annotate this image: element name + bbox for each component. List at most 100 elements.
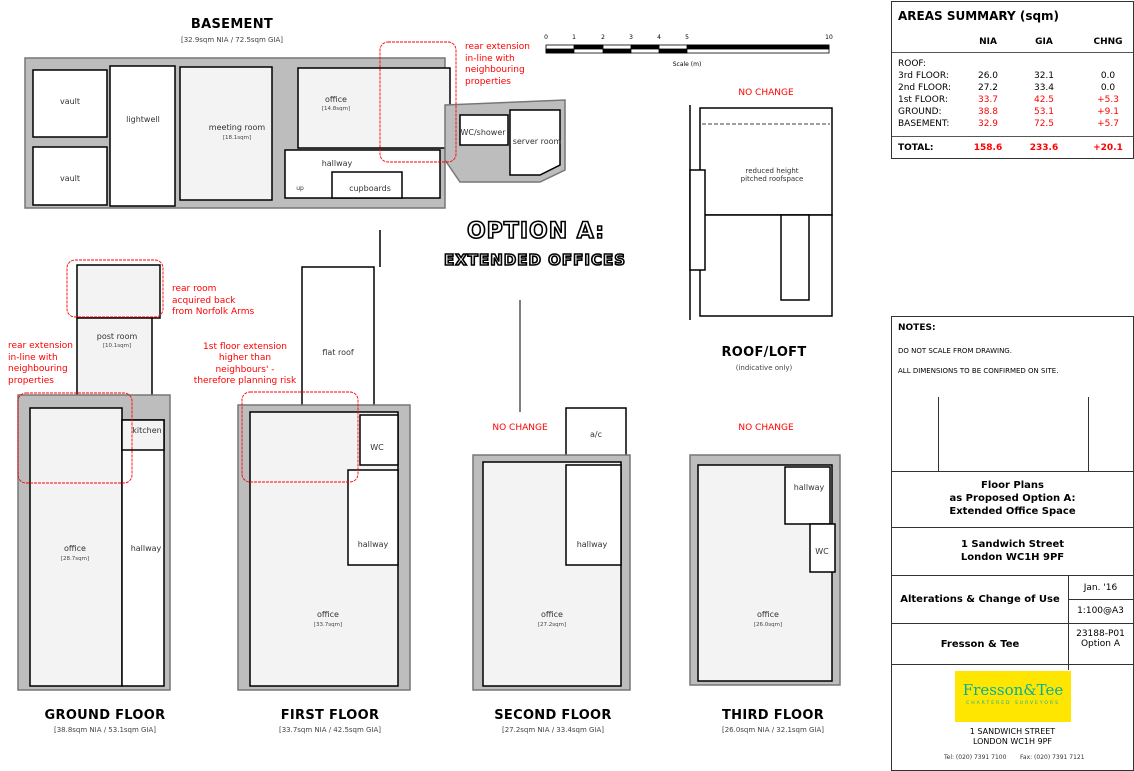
total-gia: 233.6 <box>1029 143 1059 153</box>
room-label: hallway <box>576 540 608 549</box>
column-header-chng: CHNG <box>1093 37 1123 47</box>
room-area: [10.1sqm] <box>102 343 132 349</box>
third-status: NO CHANGE <box>738 423 794 433</box>
basement-server-room <box>509 109 561 176</box>
room-label: office <box>325 95 347 104</box>
annotation-line: therefore planning risk <box>193 375 297 386</box>
room-label: vault <box>59 97 81 106</box>
drawing-title: Floor Plans as Proposed Option A: Extend… <box>892 479 1133 518</box>
roof-title: ROOF/LOFT <box>721 345 807 360</box>
option-subtitle: EXTENDED OFFICES <box>443 251 627 269</box>
room-label: office <box>757 610 779 619</box>
row-chng: +5.7 <box>1097 119 1119 129</box>
room-area: [28.7sqm] <box>60 556 90 562</box>
row-nia: 26.0 <box>977 71 999 81</box>
row-nia: 38.8 <box>977 107 999 117</box>
project-name: Alterations & Change of Use <box>900 594 1060 605</box>
address-line: 1 Sandwich Street <box>960 539 1065 550</box>
first-stair-hallway <box>347 469 399 566</box>
ground-title: GROUND FLOOR <box>44 708 166 723</box>
row-chng: 0.0 <box>1100 71 1116 81</box>
annotation-line: higher than <box>218 353 272 364</box>
roof-lower <box>699 214 833 317</box>
room-label: lightwell <box>126 115 160 124</box>
scale-tick-label: 2 <box>601 34 605 41</box>
row-label: 1st FLOOR: <box>898 95 948 105</box>
room-area: [14.8sqm] <box>321 106 351 112</box>
basement-office <box>297 67 451 149</box>
second-subtitle: [27.2sqm NIA / 33.4sqm GIA] <box>501 726 605 734</box>
title-line: as Proposed Option A: <box>949 493 1076 504</box>
basement-revision-cloud <box>379 41 457 163</box>
annotation-line: 1st floor extension <box>203 342 287 352</box>
first-subtitle: [33.7sqm NIA / 42.5sqm GIA] <box>278 726 382 734</box>
annotation-line: properties <box>465 76 511 87</box>
room-label: vault <box>59 174 81 183</box>
second-stair-hallway <box>565 464 622 566</box>
row-label: 2nd FLOOR: <box>898 83 952 93</box>
first-annotation: 1st floor extension higher than neighbou… <box>194 342 296 387</box>
room-label: WC <box>815 547 829 556</box>
roof-label: reduced height pitched roofspace <box>740 167 804 183</box>
basement-title: BASEMENT <box>190 17 274 32</box>
label-line: pitched roofspace <box>740 174 804 183</box>
room-label: WC <box>370 443 384 452</box>
room-label: hallway <box>357 540 389 549</box>
room-label: cupboards <box>349 184 391 193</box>
room-label: post room <box>96 332 138 341</box>
ground-subtitle: [38.8sqm NIA / 53.1sqm GIA] <box>53 726 157 734</box>
company-fax: Fax: (020) 7391 7121 <box>1020 754 1085 761</box>
notes-title: NOTES: <box>898 323 936 333</box>
third-stair-hallway <box>784 466 831 525</box>
divider <box>892 136 1133 137</box>
first-flat-roof <box>301 266 375 411</box>
drawing-number: 23188-P01 Option A <box>1068 629 1133 650</box>
second-ac-area <box>565 407 627 457</box>
annotation-line: neighbours' - <box>215 364 275 375</box>
divider <box>892 623 1133 624</box>
room-label: a/c <box>590 430 602 439</box>
annotation-line: from Norfolk Arms <box>172 307 255 318</box>
annotation-line: rear extension <box>465 42 530 52</box>
ground-office <box>29 407 123 687</box>
row-gia: 32.1 <box>1033 71 1055 81</box>
drawing-number-line: 23188-P01 <box>1076 629 1125 639</box>
label-line: reduced height <box>745 167 799 175</box>
title-line: Extended Office Space <box>949 506 1076 517</box>
areas-summary-panel: AREAS SUMMARY (sqm) NIA GIA CHNG ROOF:3r… <box>891 1 1134 159</box>
row-chng: 0.0 <box>1100 83 1116 93</box>
room-area: [18.1sqm] <box>222 135 252 141</box>
divider <box>938 397 939 471</box>
ground-extension-annotation: rear extension in-line with neighbouring… <box>8 341 73 387</box>
room-label: hallway <box>793 483 825 492</box>
scale-label: Scale (m) <box>672 61 702 68</box>
basement-wc-shower <box>459 114 509 146</box>
scale-tick-label: 5 <box>685 34 689 41</box>
total-label: TOTAL: <box>898 143 934 153</box>
address-line: LONDON WC1H 9PF <box>972 737 1053 747</box>
basement-subtitle: [32.9sqm NIA / 72.5sqm GIA] <box>180 36 284 44</box>
logo-tagline: CHARTERED SURVEYORS <box>966 701 1060 706</box>
row-label: BASEMENT: <box>898 119 950 129</box>
second-title: SECOND FLOOR <box>494 708 612 723</box>
divider <box>892 52 1133 53</box>
note-line: DO NOT SCALE FROM DRAWING. <box>898 347 1012 355</box>
ground-rear-room <box>76 264 161 319</box>
divider <box>892 664 1133 665</box>
drawing-number-line: Option A <box>1080 639 1121 650</box>
second-status: NO CHANGE <box>492 423 548 433</box>
row-nia: 33.7 <box>977 95 999 105</box>
room-label: office <box>317 610 339 619</box>
room-label: meeting room <box>208 123 266 132</box>
address-line: 1 SANDWICH STREET <box>969 727 1056 736</box>
divider <box>1068 599 1133 600</box>
company-address: 1 SANDWICH STREET LONDON WC1H 9PF <box>892 727 1133 748</box>
third-title: THIRD FLOOR <box>721 708 825 723</box>
room-label: hallway <box>321 159 353 168</box>
room-label: server room <box>512 137 562 146</box>
row-gia: 72.5 <box>1033 119 1055 129</box>
annotation-line: neighbouring <box>465 65 525 76</box>
room-area: [27.2sqm] <box>537 622 567 628</box>
areas-summary-title: AREAS SUMMARY (sqm) <box>898 9 1060 23</box>
